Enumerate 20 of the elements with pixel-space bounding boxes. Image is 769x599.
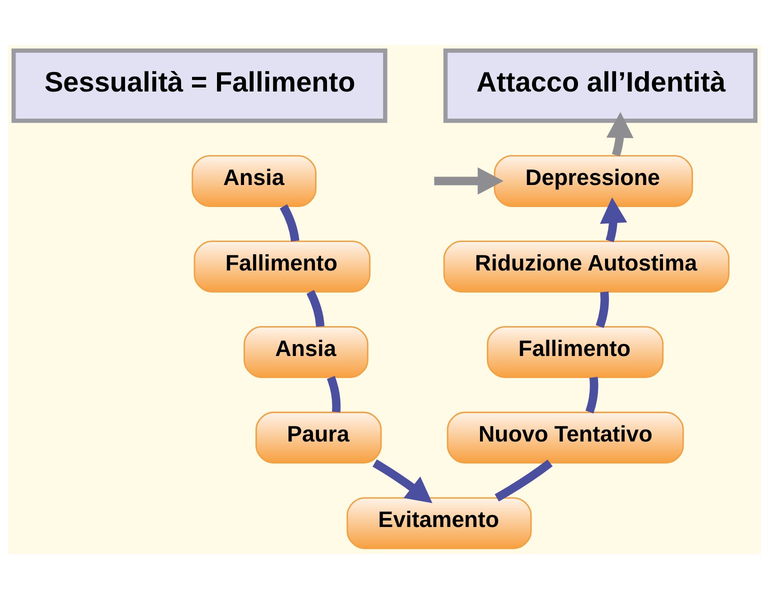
connector: [280, 204, 300, 242]
connector: [326, 376, 341, 412]
node-box: Depressione: [494, 155, 693, 207]
arrow: [606, 112, 634, 156]
node-box: Paura: [256, 412, 382, 464]
node-box: Ansia: [244, 326, 368, 378]
node-box: Evitamento: [346, 497, 532, 550]
connector: [596, 292, 609, 328]
node-box: Riduzione Autostima: [443, 240, 730, 292]
node-box: Attacco all’Identità: [443, 48, 758, 123]
node-box: Fallimento: [194, 240, 370, 292]
connector: [306, 290, 324, 327]
arrow: [600, 197, 628, 242]
connector: [586, 377, 598, 414]
node-box: Ansia: [192, 155, 316, 207]
node-box: Nuovo Tentativo: [446, 412, 684, 464]
arrow: [434, 167, 504, 195]
node-box: Sessualità = Fallimento: [12, 48, 388, 123]
arrow: [372, 459, 432, 504]
node-box: Fallimento: [486, 326, 664, 378]
